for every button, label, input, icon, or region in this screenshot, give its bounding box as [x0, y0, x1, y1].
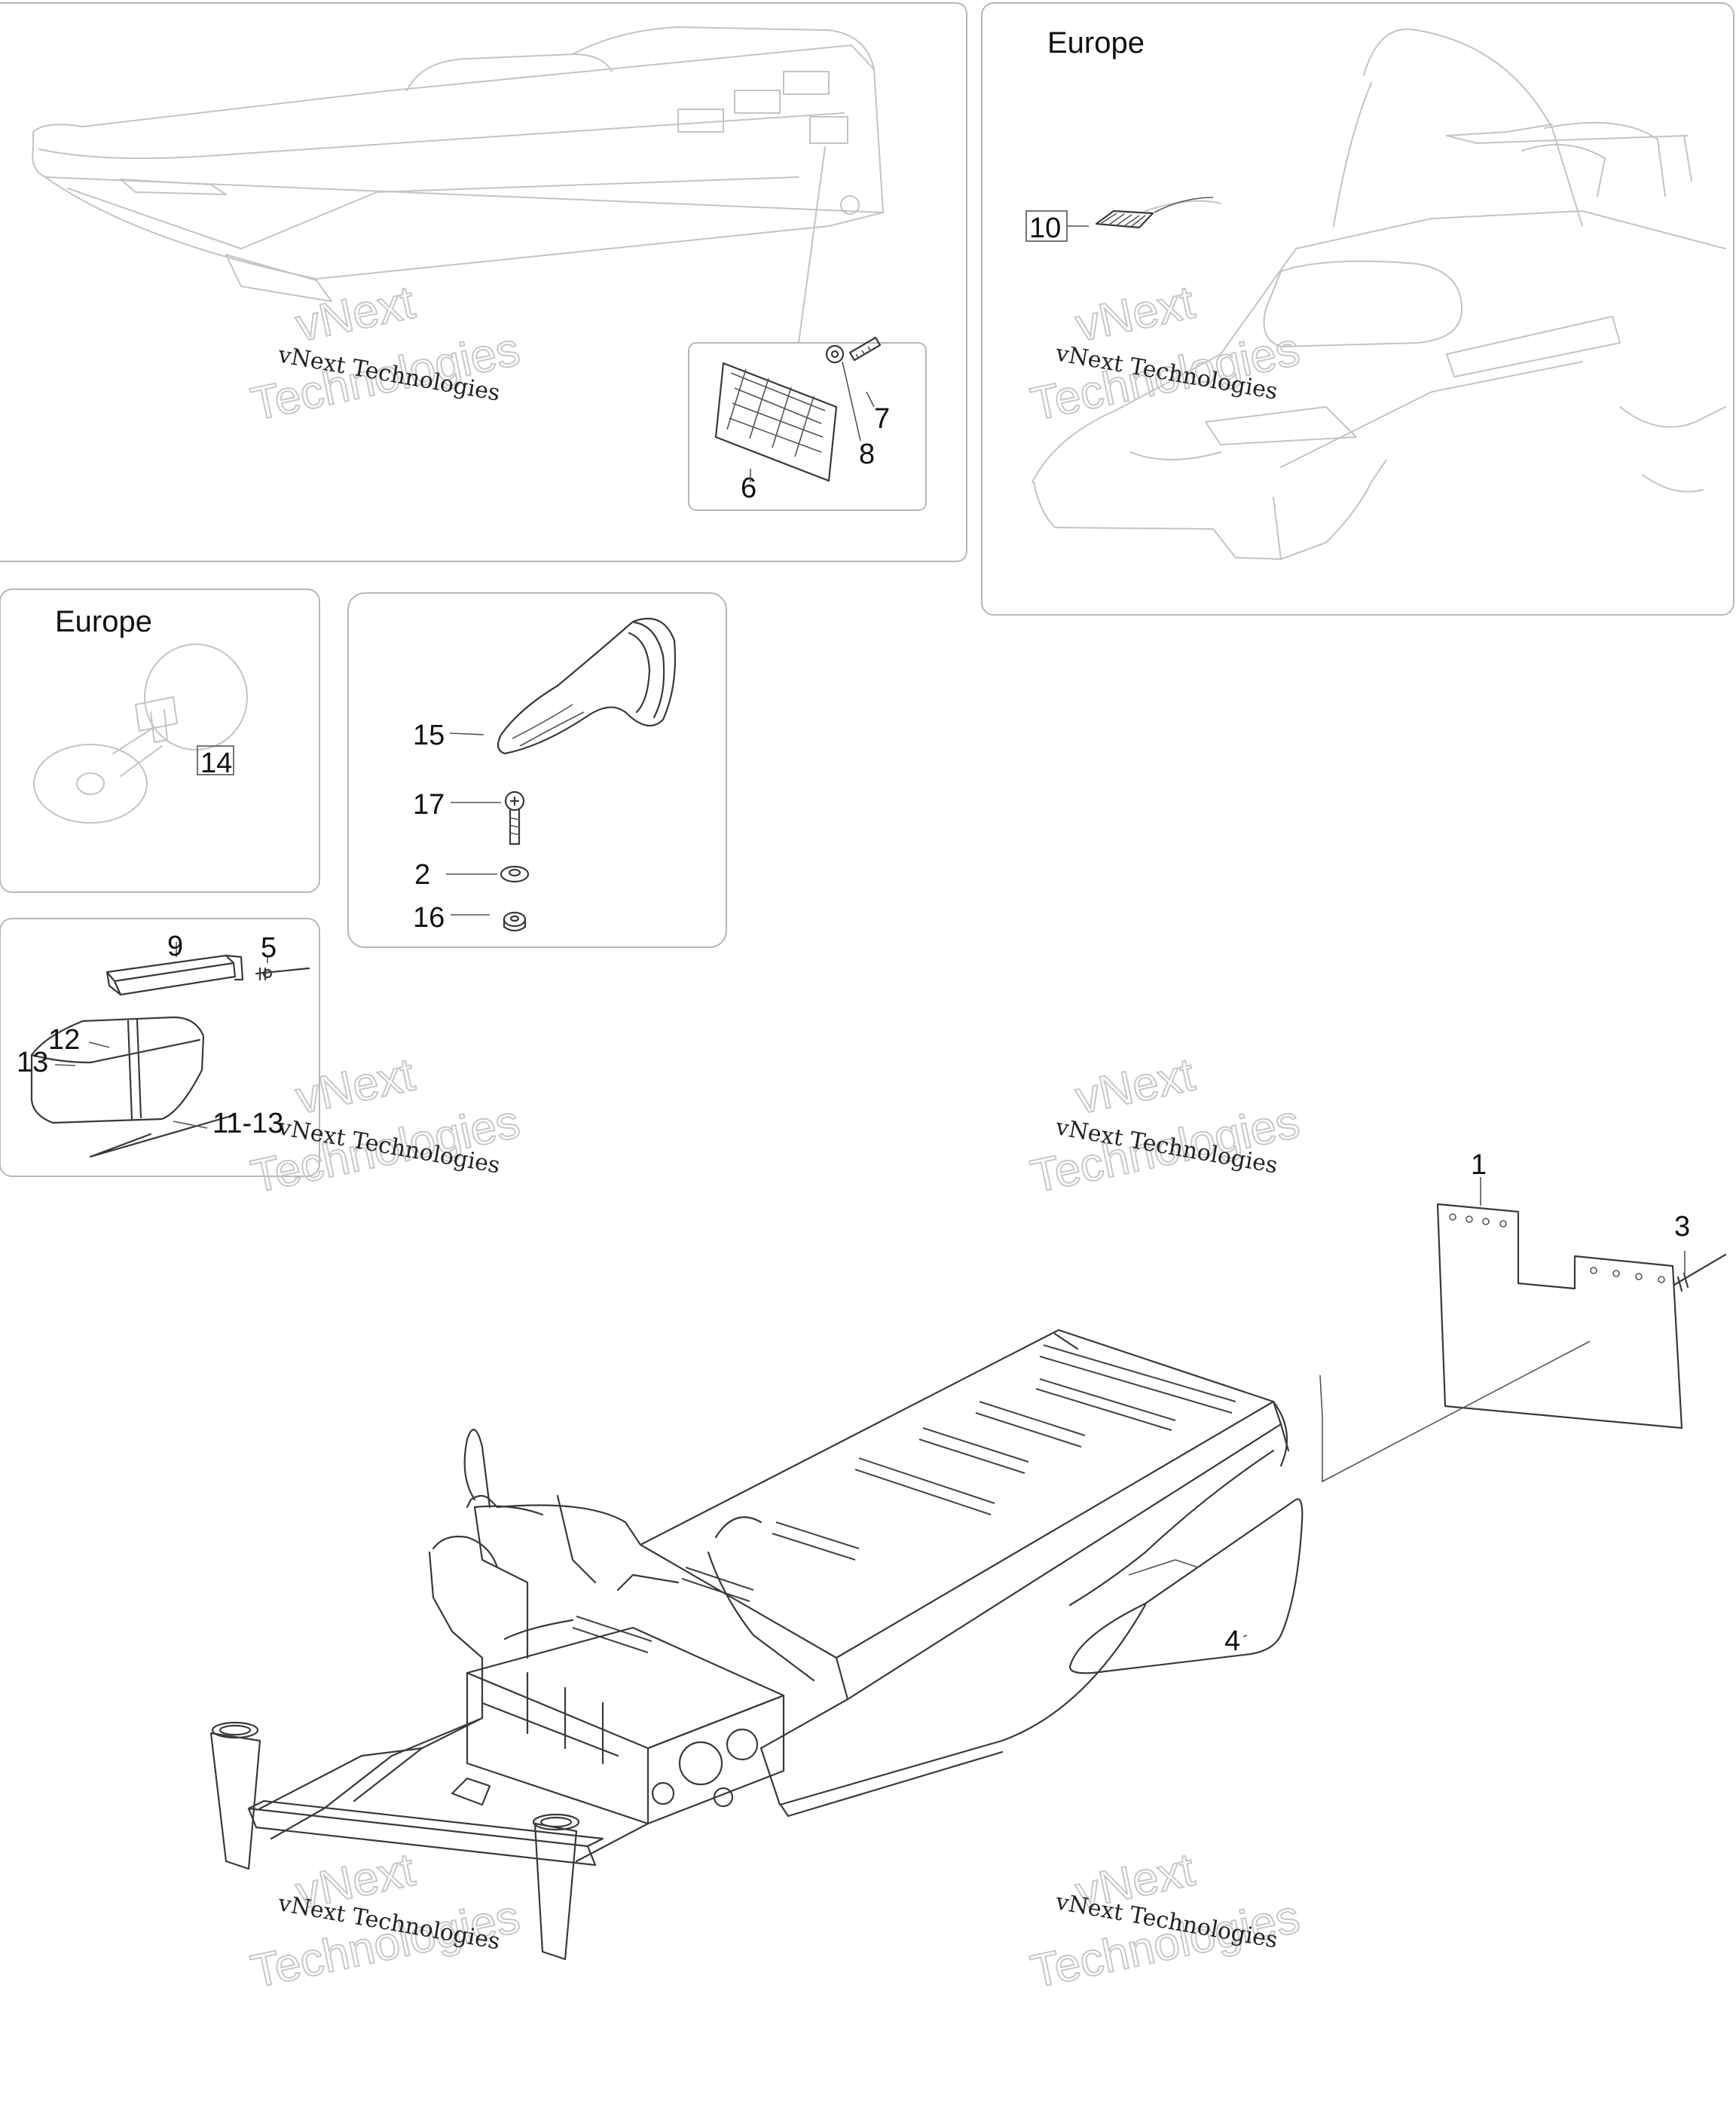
callout-7: 7	[874, 403, 890, 435]
panel-tool-bag	[0, 918, 320, 1177]
callout-10: 10	[1029, 213, 1061, 244]
callout-11-13: 11-13	[212, 1108, 283, 1139]
callout-3: 3	[1674, 1211, 1690, 1243]
horn	[33, 644, 248, 824]
callout-16: 16	[413, 902, 445, 934]
chassis-frame	[209, 1329, 1290, 1961]
snow-flap-rivet	[1673, 1253, 1727, 1292]
panel-mirror	[347, 592, 727, 948]
panel-europe-horn	[0, 589, 320, 893]
svg-text:vNext: vNext	[1071, 277, 1199, 352]
svg-text:vNext: vNext	[292, 1049, 419, 1124]
europe-label-horn: Europe	[55, 605, 152, 638]
rear-tail-outline	[32, 26, 884, 344]
rear-reflector	[714, 362, 838, 482]
hood-decal	[1095, 197, 1214, 229]
watermark-1: vNext Technologies	[246, 276, 524, 432]
callout-4: 4	[1224, 1625, 1240, 1657]
callout-5: 5	[261, 932, 277, 964]
callout-17: 17	[413, 789, 445, 821]
watermark-4: vNext Technologies	[1025, 1048, 1304, 1204]
callout-12: 12	[48, 1024, 80, 1056]
callout-1: 1	[1471, 1149, 1487, 1181]
hood-outline	[1032, 28, 1726, 560]
tool-bag-rivet	[255, 967, 310, 981]
callout-9: 9	[167, 931, 183, 962]
watermark-2: vNext Technologies	[1025, 276, 1304, 432]
skid-plate	[1068, 1498, 1304, 1674]
tool-bag-bracket	[105, 954, 244, 996]
callout-8: 8	[859, 439, 875, 470]
callout-13: 13	[17, 1047, 48, 1078]
mirror-screw	[504, 790, 525, 845]
panel-rear-bumper	[0, 2, 967, 562]
mirror-nut	[503, 911, 527, 932]
tool-bag	[30, 1016, 205, 1124]
reflector-detail-box	[688, 342, 927, 511]
callout-2: 2	[414, 859, 430, 891]
mirror	[497, 617, 677, 755]
reflector-screw	[848, 336, 882, 362]
callout-14: 14	[200, 748, 232, 779]
reflector-washer	[825, 344, 845, 364]
panel-europe-hood	[981, 2, 1734, 616]
snow-flap-guide	[1319, 1341, 1591, 1483]
svg-text:vNext: vNext	[1071, 1049, 1199, 1124]
callout-14-box	[197, 745, 234, 775]
europe-label-hood: Europe	[1047, 26, 1145, 60]
mirror-washer	[500, 865, 530, 883]
svg-text:vNext: vNext	[292, 277, 419, 352]
callout-6: 6	[741, 472, 756, 504]
snow-flap	[1436, 1203, 1683, 1429]
tool-bag-mat	[89, 1114, 235, 1158]
callout-15: 15	[413, 720, 445, 751]
